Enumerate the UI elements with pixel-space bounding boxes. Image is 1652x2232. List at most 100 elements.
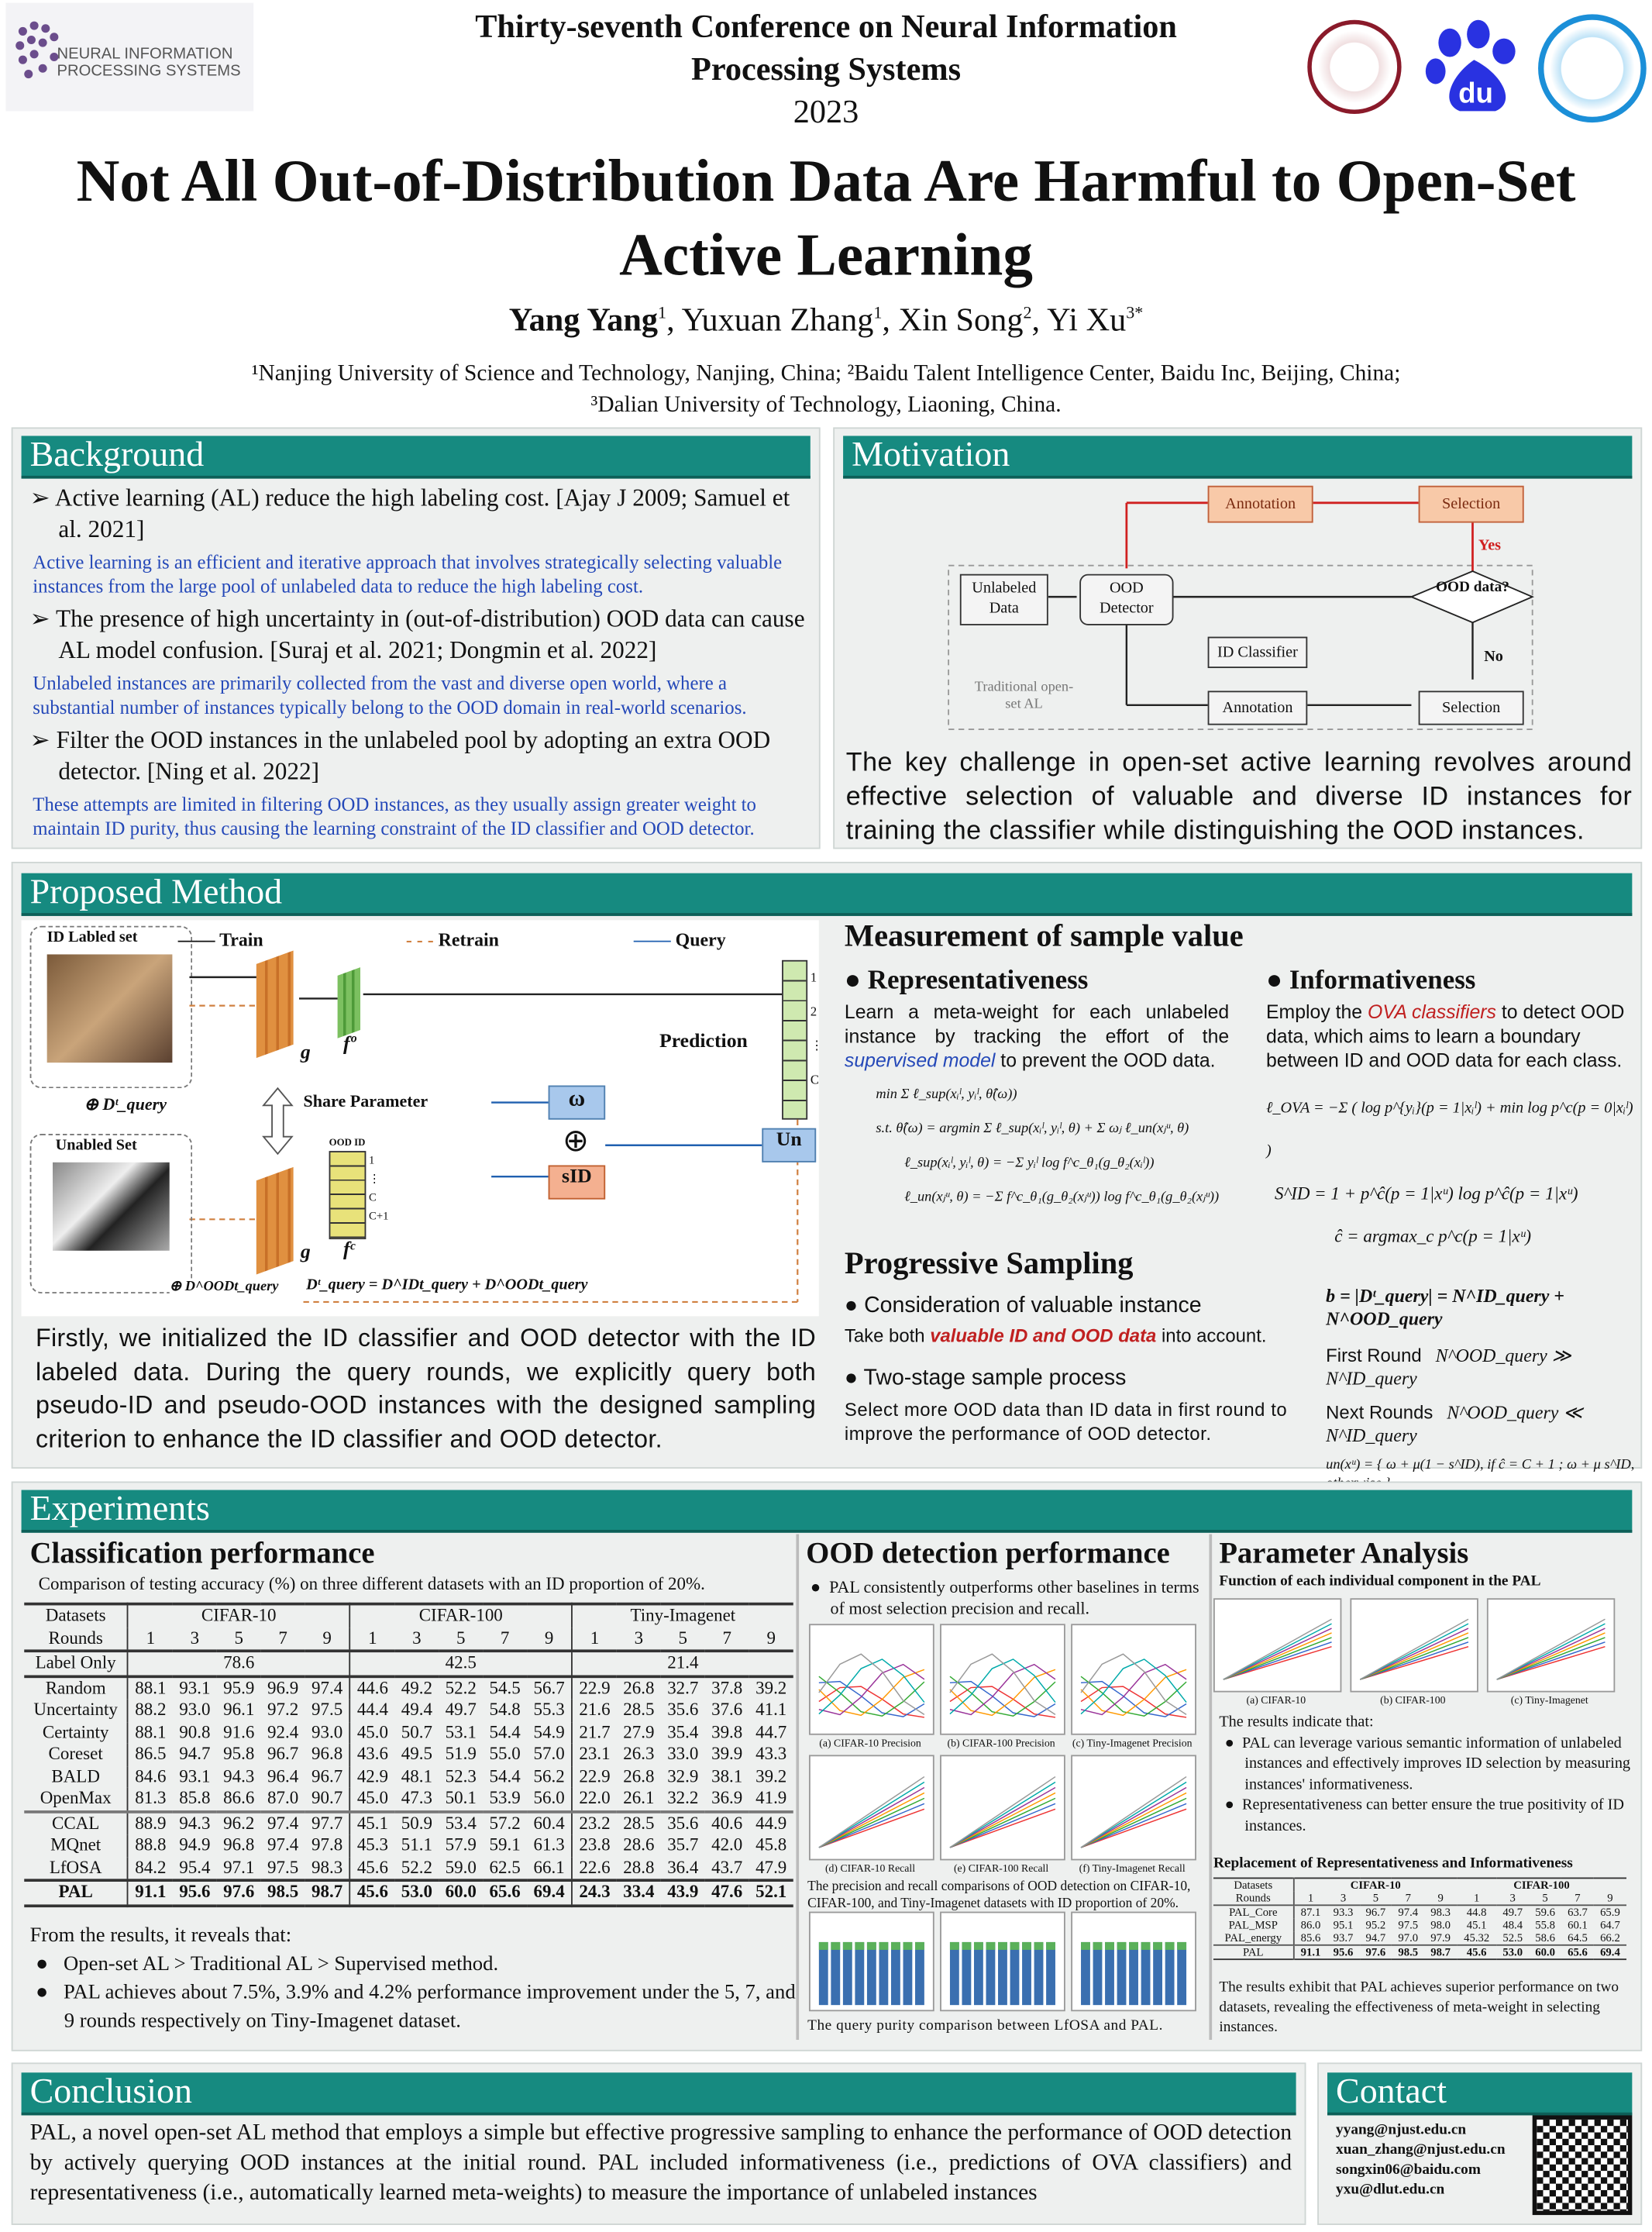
accuracy-cell: 37.8 (711, 1677, 743, 1698)
unlabeled-data-box: Unlabeled Data (959, 574, 1048, 625)
accuracy-cell: 96.8 (223, 1834, 255, 1855)
progressive-heading: Progressive Sampling (844, 1245, 1134, 1281)
accuracy-cell: 54.4 (489, 1765, 521, 1786)
contact-heading: Contact (1327, 2072, 1633, 2116)
accuracy-cell: 90.8 (179, 1721, 211, 1742)
inf-equation: ℓ_OVA = −Σ ( log p^{yᵢ}(p = 1|xᵢˡ) + min… (1265, 1099, 1633, 1160)
conference-line2: Processing Systems (691, 51, 962, 88)
accuracy-cell: 94.7 (179, 1744, 211, 1764)
contact-email[interactable]: songxin06@baidu.com (1336, 2162, 1481, 2179)
accuracy-cell: 50.9 (401, 1813, 432, 1834)
round-header: 1 (590, 1628, 600, 1648)
prog-bullet: ● Two-stage sample process (844, 1366, 1127, 1390)
njust-logo (1307, 19, 1402, 115)
poster-title-line2: Active Learning (619, 223, 1033, 290)
chart-caption: (b) CIFAR-100 Precision (947, 1736, 1055, 1750)
rep-cell: 45.32 (1464, 1931, 1490, 1944)
accuracy-cell: 42.0 (711, 1834, 743, 1855)
rep-cell: 98.7 (1430, 1945, 1451, 1959)
param-heading: Parameter Analysis (1219, 1535, 1469, 1570)
method-name: Random (24, 1676, 129, 1700)
accuracy-cell: 96.1 (223, 1700, 255, 1720)
contact-email[interactable]: yyang@njust.edu.cn (1336, 2122, 1467, 2138)
method-name: Certainty (24, 1721, 129, 1744)
accuracy-cell: 87.0 (267, 1788, 299, 1808)
contact-email[interactable]: xuan_zhang@njust.edu.cn (1336, 2142, 1506, 2158)
dataset-header: CIFAR-100 (349, 1603, 573, 1628)
accuracy-cell: 98.5 (267, 1882, 299, 1903)
rep-cell: 87.1 (1300, 1906, 1321, 1919)
rep-cell: 98.3 (1430, 1906, 1451, 1919)
pred-label: 1 (810, 970, 817, 985)
round-header: 7 (278, 1628, 287, 1648)
accuracy-cell: 60.0 (445, 1882, 477, 1903)
selection-box-bottom: Selection (1418, 691, 1524, 725)
inf-equation: S^ID = 1 + p^ĉ(p = 1|xᵘ) log p^ĉ(p = 1|x… (1275, 1183, 1578, 1204)
rep-round-header: 3 (1340, 1891, 1347, 1905)
first-round-eq: N^OOD_query ≫ N^ID_query (1326, 1345, 1571, 1390)
fo-label: fº (342, 1034, 356, 1056)
precision-chart (940, 1624, 1065, 1735)
accuracy-cell: 92.4 (267, 1721, 299, 1742)
accuracy-cell: 41.1 (755, 1700, 787, 1720)
baidu-logo: du (1424, 17, 1524, 117)
accuracy-cell: 32.7 (667, 1677, 699, 1698)
bullet-arrow-icon: ➢ (29, 605, 57, 633)
retrain-legend: Retrain (438, 928, 499, 950)
contact-panel: Contact yyang@njust.edu.cn xuan_zhang@nj… (1317, 2062, 1643, 2225)
method-name: BALD (24, 1765, 129, 1788)
accuracy-cell: 38.1 (711, 1765, 743, 1786)
accuracy-cell: 97.2 (267, 1700, 299, 1720)
chart-caption: (a) CIFAR-10 Precision (819, 1736, 921, 1750)
bullet-dot-icon: ● (810, 1576, 830, 1597)
rep-cell: 53.0 (1502, 1945, 1523, 1959)
accuracy-cell: 22.0 (579, 1788, 611, 1808)
accuracy-cell: 41.9 (755, 1788, 787, 1808)
accuracy-cell: 97.4 (267, 1834, 299, 1855)
rep-cell: 91.1 (1300, 1945, 1321, 1959)
chart-caption: (e) CIFAR-100 Recall (953, 1862, 1049, 1875)
round-header: 3 (190, 1628, 200, 1648)
affiliation-line1: ¹Nanjing University of Science and Techn… (251, 361, 1401, 387)
rep-cell: 95.1 (1333, 1918, 1354, 1932)
purity-caption: The query purity comparison between LfOS… (807, 2018, 1164, 2034)
qr-code[interactable] (1532, 2115, 1633, 2216)
contact-email[interactable]: yxu@dlut.edu.cn (1336, 2182, 1445, 2199)
chart-caption: (b) CIFAR-100 (1380, 1693, 1446, 1707)
rep-dataset: CIFAR-100 (1513, 1879, 1570, 1892)
method-name: CCAL (24, 1811, 129, 1835)
accuracy-cell: 26.1 (623, 1788, 655, 1808)
prog-text: Take both valuable ID and OOD data into … (844, 1324, 1267, 1346)
accuracy-cell: 37.6 (711, 1700, 743, 1720)
accuracy-cell: 47.6 (711, 1882, 743, 1903)
motivation-diagram: Annotation Selection Yes Unlabeled Data … (835, 480, 1640, 736)
accuracy-cell: 57.2 (489, 1813, 521, 1834)
accuracy-cell: 66.1 (527, 1856, 573, 1881)
g-label-bottom: g (300, 1242, 311, 1264)
accuracy-cell: 45.6 (356, 1882, 389, 1903)
accuracy-cell: 23.8 (579, 1834, 611, 1855)
rep-cell: 86.0 (1300, 1918, 1321, 1932)
rep-datasets-header: Datasets (1213, 1878, 1295, 1892)
ova-label: 1 (369, 1153, 375, 1167)
accuracy-cell: 23.2 (579, 1813, 611, 1834)
background-note: Active learning is an efficient and iter… (33, 551, 783, 598)
accuracy-cell: 97.4 (305, 1676, 351, 1700)
rep-round-header: 7 (1575, 1891, 1581, 1905)
chart-caption: (d) CIFAR-10 Recall (824, 1862, 916, 1875)
g-label: g (300, 1042, 311, 1064)
rep-cell: 98.0 (1430, 1918, 1451, 1932)
neurips-logo: NEURAL INFORMATION PROCESSING SYSTEMS (5, 2, 254, 112)
author-name: Yang Yang (508, 301, 659, 338)
rep-cell: 95.6 (1333, 1945, 1354, 1959)
pred-label: C (810, 1073, 819, 1087)
method-name: PAL (24, 1880, 129, 1906)
component-chart (1350, 1598, 1478, 1693)
